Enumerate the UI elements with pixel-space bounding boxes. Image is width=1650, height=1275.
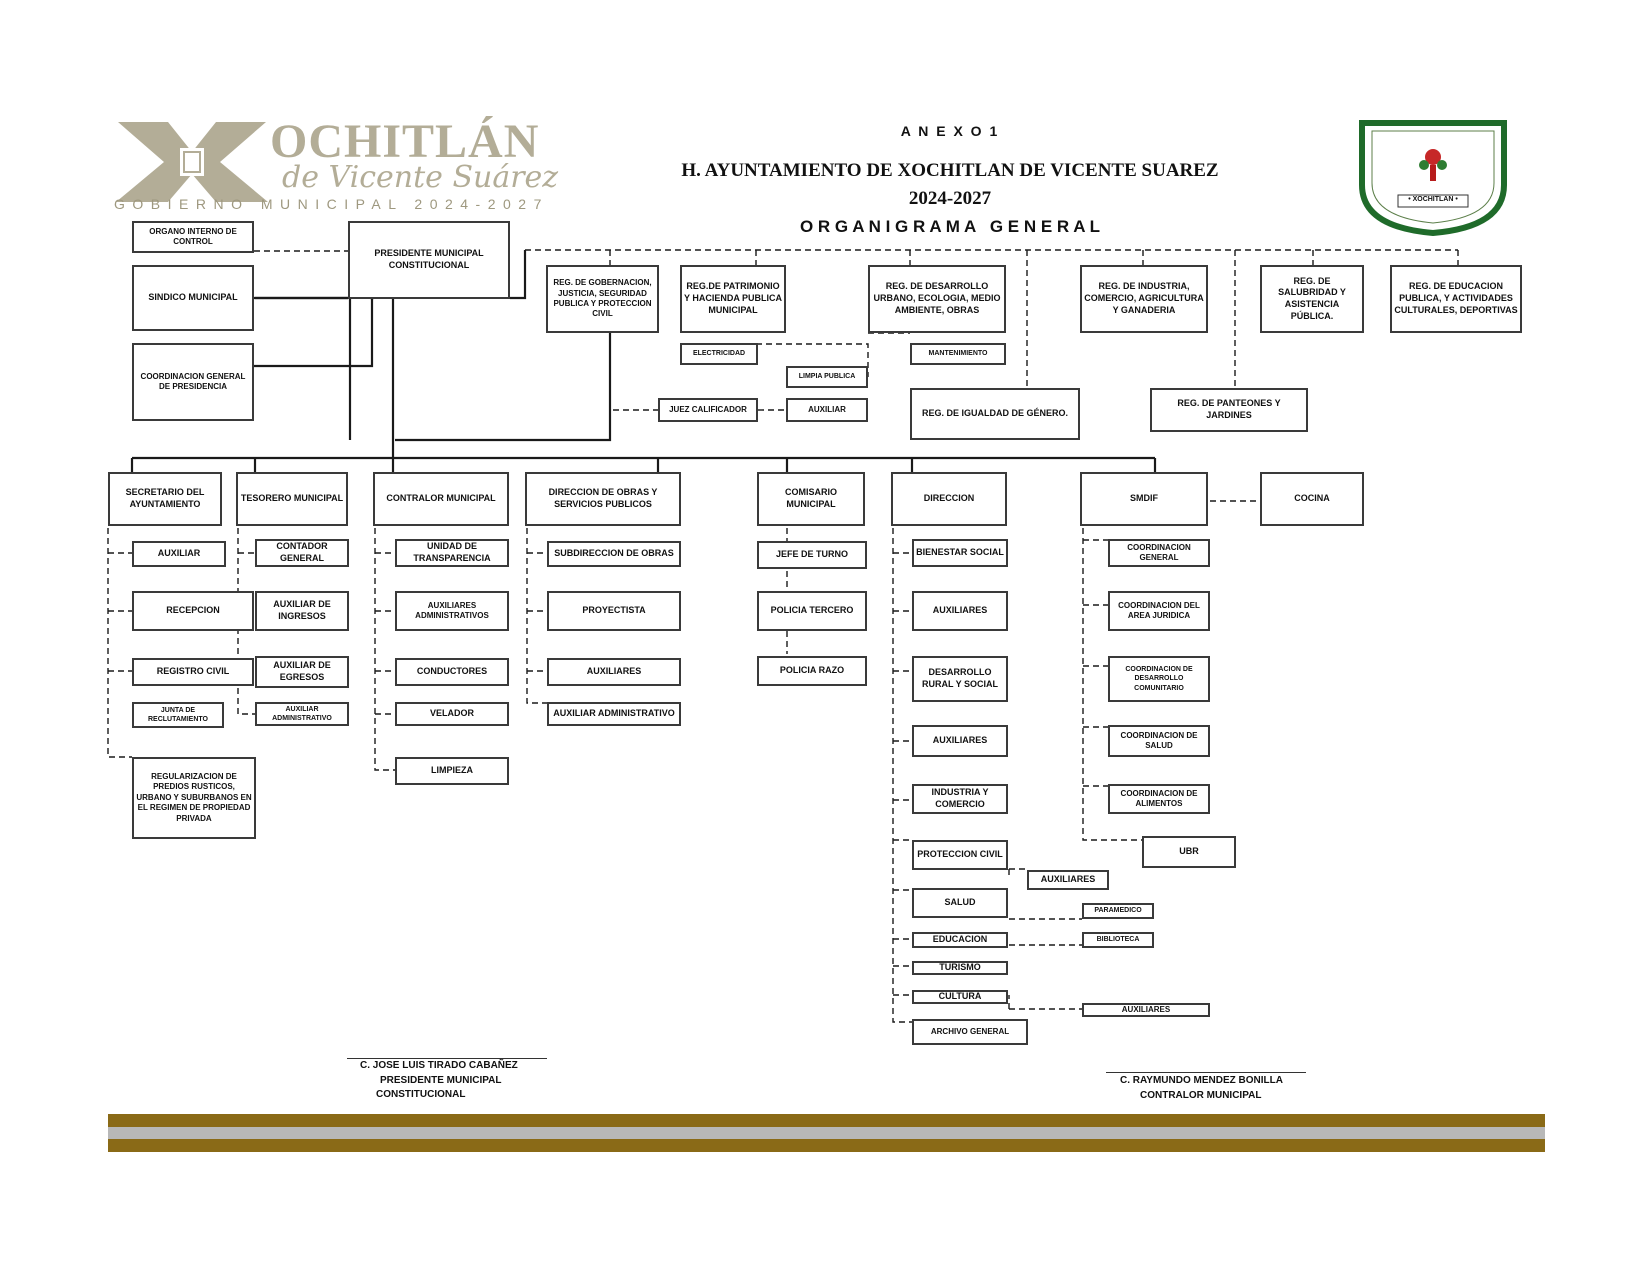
node-direccion: DIRECCION: [891, 472, 1007, 526]
node-reg-patrimonio: REG.DE PATRIMONIO Y HACIENDA PUBLICA MUN…: [680, 265, 786, 333]
node-ubr: UBR: [1142, 836, 1236, 868]
signature-line-left: [347, 1058, 547, 1059]
page-subtitle: O R G A N I G R A M A G E N E R A L: [799, 217, 1101, 236]
node-recepcion: RECEPCION: [132, 591, 254, 631]
node-sec-auxiliar: AUXILIAR: [132, 541, 226, 567]
node-policia-razo: POLICIA RAZO: [757, 656, 867, 686]
node-reg-educacion: REG. DE EDUCACION PUBLICA, Y ACTIVIDADES…: [1390, 265, 1522, 333]
footer-stripe-bottom: [108, 1139, 1545, 1152]
node-regularizacion: REGULARIZACION DE PREDIOS RUSTICOS, URBA…: [132, 757, 256, 839]
node-registro-civil: REGISTRO CIVIL: [132, 658, 254, 686]
signature-line-right: [1106, 1072, 1306, 1073]
node-bienestar: BIENESTAR SOCIAL: [912, 539, 1008, 567]
signature-left-role2: CONSTITUCIONAL: [376, 1089, 466, 1100]
seal-text: • XOCHITLAN •: [1408, 196, 1458, 203]
node-cultura: CULTURA: [912, 990, 1008, 1004]
signature-left-role: PRESIDENTE MUNICIPAL: [380, 1074, 502, 1086]
node-policia-tercero: POLICIA TERCERO: [757, 591, 867, 631]
node-biblioteca: BIBLIOTECA: [1082, 932, 1154, 948]
node-comisario: COMISARIO MUNICIPAL: [757, 472, 865, 526]
node-conductores: CONDUCTORES: [395, 658, 509, 686]
node-electricidad: ELECTRICIDAD: [680, 343, 758, 365]
page-title: H. AYUNTAMIENTO DE XOCHITLAN DE VICENTE …: [681, 160, 1219, 181]
signature-right: C. RAYMUNDO MENDEZ BONILLA CONTRALOR MUN…: [1120, 1074, 1283, 1103]
node-reg-panteones: REG. DE PANTEONES Y JARDINES: [1150, 388, 1308, 432]
node-presidente: PRESIDENTE MUNICIPAL CONSTITUCIONAL: [348, 221, 510, 299]
node-aux-admin-obras: AUXILIAR ADMINISTRATIVO: [547, 702, 681, 726]
node-aux-ingresos: AUXILIAR DE INGRESOS: [255, 591, 349, 631]
node-jefe-turno: JEFE DE TURNO: [757, 541, 867, 569]
node-organo-control: ORGANO INTERNO DE CONTROL: [132, 221, 254, 253]
node-proyectista: PROYECTISTA: [547, 591, 681, 631]
node-turismo: TURISMO: [912, 961, 1008, 975]
node-reg-salubridad: REG. DE SALUBRIDAD Y ASISTENCIA PÚBLICA.: [1260, 265, 1364, 333]
node-junta-reclutamiento: JUNTA DE RECLUTAMIENTO: [132, 702, 224, 728]
logo-x-emblem-icon: [116, 122, 268, 202]
node-reg-desarrollo: REG. DE DESARROLLO URBANO, ECOLOGIA, MED…: [868, 265, 1006, 333]
node-coord-general: COORDINACION GENERAL: [1108, 539, 1210, 567]
node-unidad-transparencia: UNIDAD DE TRANSPARENCIA: [395, 539, 509, 567]
node-archivo: ARCHIVO GENERAL: [912, 1019, 1028, 1045]
node-contralor: CONTRALOR MUNICIPAL: [373, 472, 509, 526]
logo-script: de Vicente Suárez: [282, 160, 559, 195]
node-salud: SALUD: [912, 888, 1008, 918]
node-velador: VELADOR: [395, 702, 509, 726]
node-contador: CONTADOR GENERAL: [255, 539, 349, 567]
signature-left-name: C. JOSE LUIS TIRADO CABAÑEZ: [360, 1060, 518, 1071]
node-reg-igualdad: REG. DE IGUALDAD DE GÉNERO.: [910, 388, 1080, 440]
node-industria-comercio: INDUSTRIA Y COMERCIO: [912, 784, 1008, 814]
node-tesorero: TESORERO MUNICIPAL: [236, 472, 348, 526]
node-proteccion-civil: PROTECCION CIVIL: [912, 840, 1008, 870]
footer-stripe-top: [108, 1114, 1545, 1127]
node-auxiliares-cultura: AUXILIARES: [1082, 1003, 1210, 1017]
node-cocina: COCINA: [1260, 472, 1364, 526]
node-mantenimiento: MANTENIMIENTO: [910, 343, 1006, 365]
node-auxiliares-obras: AUXILIARES: [547, 658, 681, 686]
signature-left: C. JOSE LUIS TIRADO CABAÑEZ PRESIDENTE M…: [360, 1059, 518, 1103]
logo-tagline: GOBIERNO MUNICIPAL 2024-2027: [114, 196, 549, 212]
node-coord-juridica: COORDINACION DEL AREA JURIDICA: [1108, 591, 1210, 631]
footer-stripe-middle: [108, 1127, 1545, 1139]
node-auxiliares-dir2: AUXILIARES: [912, 725, 1008, 757]
shield-seal-icon: [1359, 120, 1507, 237]
municipal-seal: • XOCHITLAN •: [1358, 119, 1508, 237]
period: 2024-2027: [908, 188, 992, 209]
node-reg-industria: REG. DE INDUSTRIA, COMERCIO, AGRICULTURA…: [1080, 265, 1208, 333]
node-auxiliares-dir1: AUXILIARES: [912, 591, 1008, 631]
node-auxiliares-pc: AUXILIARES: [1027, 870, 1109, 890]
node-coord-alimentos: COORDINACION DE ALIMENTOS: [1108, 784, 1210, 814]
node-limpieza: LIMPIEZA: [395, 757, 509, 785]
annex-label: A N E X O 1: [900, 123, 1000, 139]
node-coord-presidencia: COORDINACION GENERAL DE PRESIDENCIA: [132, 343, 254, 421]
signature-right-name: C. RAYMUNDO MENDEZ BONILLA: [1120, 1075, 1283, 1086]
node-reg-gobernacion: REG. DE GOBERNACION, JUSTICIA, SEGURIDAD…: [546, 265, 659, 333]
node-coord-salud: COORDINACION DE SALUD: [1108, 725, 1210, 757]
municipal-logo: OCHITLÁN de Vicente Suárez GOBIERNO MUNI…: [110, 112, 590, 212]
node-educacion: EDUCACION: [912, 932, 1008, 948]
node-aux-egresos: AUXILIAR DE EGRESOS: [255, 656, 349, 688]
node-secretario: SECRETARIO DEL AYUNTAMIENTO: [108, 472, 222, 526]
node-desarrollo-rural: DESARROLLO RURAL Y SOCIAL: [912, 656, 1008, 702]
node-limpia-publica: LIMPIA PUBLICA: [786, 366, 868, 388]
node-auxiliar-juez: AUXILIAR: [786, 398, 868, 422]
node-juez-calificador: JUEZ CALIFICADOR: [658, 398, 758, 422]
node-aux-admin-tes: AUXILIAR ADMINISTRATIVO: [255, 702, 349, 726]
logo-word: OCHITLÁN: [270, 115, 540, 168]
node-coord-desarrollo: COORDINACION DE DESARROLLO COMUNITARIO: [1108, 656, 1210, 702]
node-paramedico: PARAMEDICO: [1082, 903, 1154, 919]
node-smdif: SMDIF: [1080, 472, 1208, 526]
node-sindico: SINDICO MUNICIPAL: [132, 265, 254, 331]
node-dir-obras: DIRECCION DE OBRAS Y SERVICIOS PUBLICOS: [525, 472, 681, 526]
node-aux-administrativos: AUXILIARES ADMINISTRATIVOS: [395, 591, 509, 631]
node-subdir-obras: SUBDIRECCION DE OBRAS: [547, 541, 681, 567]
signature-right-role: CONTRALOR MUNICIPAL: [1140, 1089, 1262, 1101]
